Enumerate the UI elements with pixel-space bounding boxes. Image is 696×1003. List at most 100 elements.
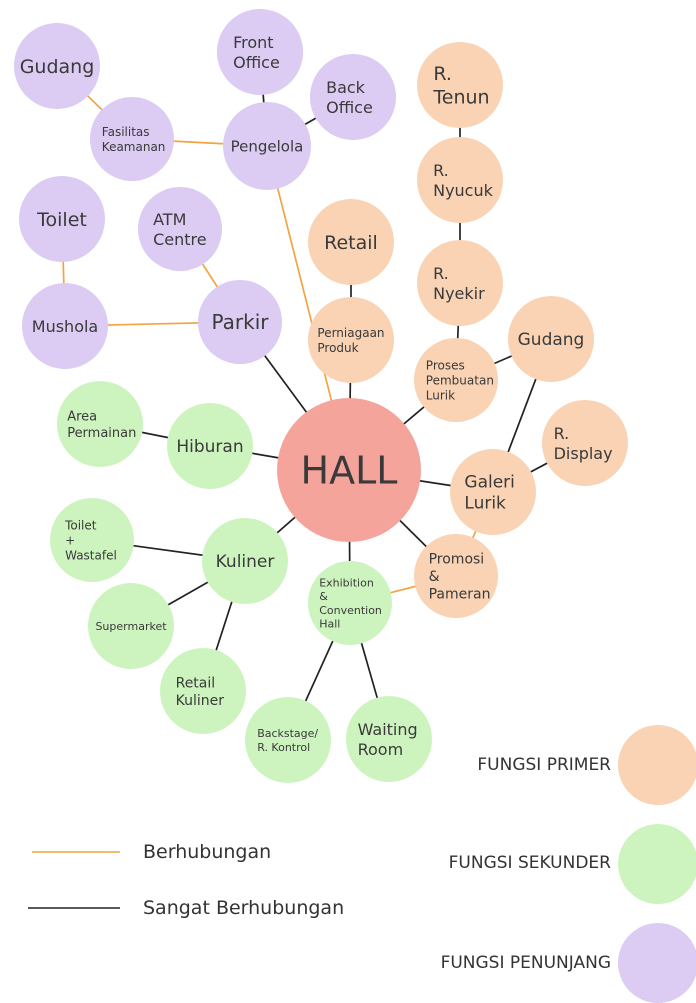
node-parkir-label: Parkir <box>211 310 269 334</box>
node-mushola-label: Mushola <box>32 317 98 336</box>
node-r-nyucuk-label: Nyucuk <box>433 181 494 200</box>
node-retail: Retail <box>308 199 394 285</box>
node-hiburan-label: Hiburan <box>176 437 243 457</box>
node-front-office-label: Front <box>233 33 273 52</box>
node-supermarket: Supermarket <box>88 583 174 669</box>
node-retail-circle <box>308 199 394 285</box>
node-hall: HALL <box>277 398 421 542</box>
node-r-nyekir-circle <box>417 240 503 326</box>
legend-sekunder-swatch <box>618 824 696 904</box>
node-r-display-label: Display <box>554 444 613 463</box>
node-hall-circle <box>277 398 421 542</box>
node-front-office-circle <box>217 9 303 95</box>
node-gudang-left-circle <box>14 23 100 109</box>
node-backstage-label: R. Kontrol <box>257 741 310 754</box>
node-back-office-label: Back <box>326 78 366 97</box>
node-backstage-label: Backstage/ <box>257 727 318 740</box>
node-toilet-wastafel: Toilet+Wastafel <box>50 498 134 582</box>
node-perniagaan-produk-circle <box>308 297 394 383</box>
node-galeri-lurik-label: Lurik <box>464 494 506 514</box>
node-hall-label: HALL <box>301 449 398 493</box>
node-r-tenun-label: Tenun <box>432 87 489 109</box>
legend-penunjang-label: FUNGSI PENUNJANG <box>441 953 611 973</box>
legend-primer-swatch <box>618 725 696 805</box>
legend-sekunder-label: FUNGSI SEKUNDER <box>449 853 612 873</box>
node-area-permainan-label: Area <box>67 410 97 425</box>
node-r-display: R.Display <box>542 400 628 486</box>
node-r-tenun-circle <box>417 42 503 128</box>
node-waiting-room-label: Waiting <box>358 720 418 739</box>
node-atm-centre-label: ATM <box>153 210 186 229</box>
node-promosi-pameran-circle <box>414 534 498 618</box>
node-toilet-wastafel-label: Toilet <box>64 518 97 532</box>
node-waiting-room-label: Room <box>358 740 404 759</box>
node-pengelola: Pengelola <box>223 102 311 190</box>
node-r-tenun: R.Tenun <box>417 42 503 128</box>
node-r-nyekir-label: R. <box>433 264 449 283</box>
node-gudang-right-label: Gudang <box>518 330 585 350</box>
legend-penunjang-swatch <box>618 923 696 1003</box>
node-exhibition-hall-label: Convention <box>319 604 382 617</box>
node-toilet-wastafel-label: Wastafel <box>65 548 117 562</box>
node-perniagaan-produk-label: Produk <box>317 341 358 355</box>
node-pengelola-circle <box>223 102 311 190</box>
node-toilet-wastafel-label: + <box>65 533 75 547</box>
node-backstage-circle <box>245 697 331 783</box>
node-hiburan: Hiburan <box>167 403 253 489</box>
node-atm-centre-label: Centre <box>153 230 207 249</box>
node-kuliner: Kuliner <box>202 518 288 604</box>
node-area-permainan-label: Permainan <box>67 426 136 441</box>
node-gudang-right-circle <box>508 296 594 382</box>
node-parkir: Parkir <box>198 280 282 364</box>
node-promosi-pameran-label: & <box>429 569 440 585</box>
node-waiting-room-circle <box>346 696 432 782</box>
node-r-nyekir: R.Nyekir <box>417 240 503 326</box>
node-exhibition-hall-circle <box>308 561 392 645</box>
node-atm-centre-circle <box>138 187 222 271</box>
node-retail-kuliner-label: Retail <box>176 675 216 691</box>
node-retail-kuliner-label: Kuliner <box>176 693 225 709</box>
legend-sangat-label: Sangat Berhubungan <box>143 897 344 919</box>
node-r-nyekir-label: Nyekir <box>433 284 485 303</box>
node-supermarket-label: Supermarket <box>95 620 167 633</box>
node-r-display-circle <box>542 400 628 486</box>
node-promosi-pameran-label: Promosi <box>429 552 485 568</box>
node-parkir-circle <box>198 280 282 364</box>
node-front-office-label: Office <box>233 53 280 72</box>
node-r-display-label: R. <box>554 424 570 443</box>
node-retail-label: Retail <box>324 232 378 254</box>
node-proses-pembuatan-lurik-label: Proses <box>426 358 465 372</box>
node-hiburan-circle <box>167 403 253 489</box>
node-perniagaan-produk-label: Perniagaan <box>317 326 384 340</box>
node-promosi-pameran: Promosi&Pameran <box>414 534 498 618</box>
node-fasilitas-keamanan-label: Fasilitas <box>102 125 150 139</box>
legend-primer-label: FUNGSI PRIMER <box>477 755 611 775</box>
node-mushola: Mushola <box>22 283 108 369</box>
node-proses-pembuatan-lurik-label: Pembuatan <box>426 373 494 387</box>
node-r-nyucuk-label: R. <box>433 161 449 180</box>
node-fasilitas-keamanan-label: Keamanan <box>102 140 166 154</box>
node-gudang-left: Gudang <box>14 23 100 109</box>
node-gudang-right: Gudang <box>508 296 594 382</box>
node-exhibition-hall-label: & <box>319 590 328 603</box>
node-toilet-wastafel-circle <box>50 498 134 582</box>
nodes-layer: HALLGudangFrontOfficeBackOfficeFasilitas… <box>14 9 628 783</box>
node-toilet-label: Toilet <box>36 209 87 231</box>
node-back-office-label: Office <box>326 98 373 117</box>
node-area-permainan-circle <box>57 381 143 467</box>
legend-berhubungan-label: Berhubungan <box>143 841 271 863</box>
node-toilet-circle <box>19 176 105 262</box>
node-r-nyucuk-circle <box>417 137 503 223</box>
node-pengelola-label: Pengelola <box>231 137 304 155</box>
